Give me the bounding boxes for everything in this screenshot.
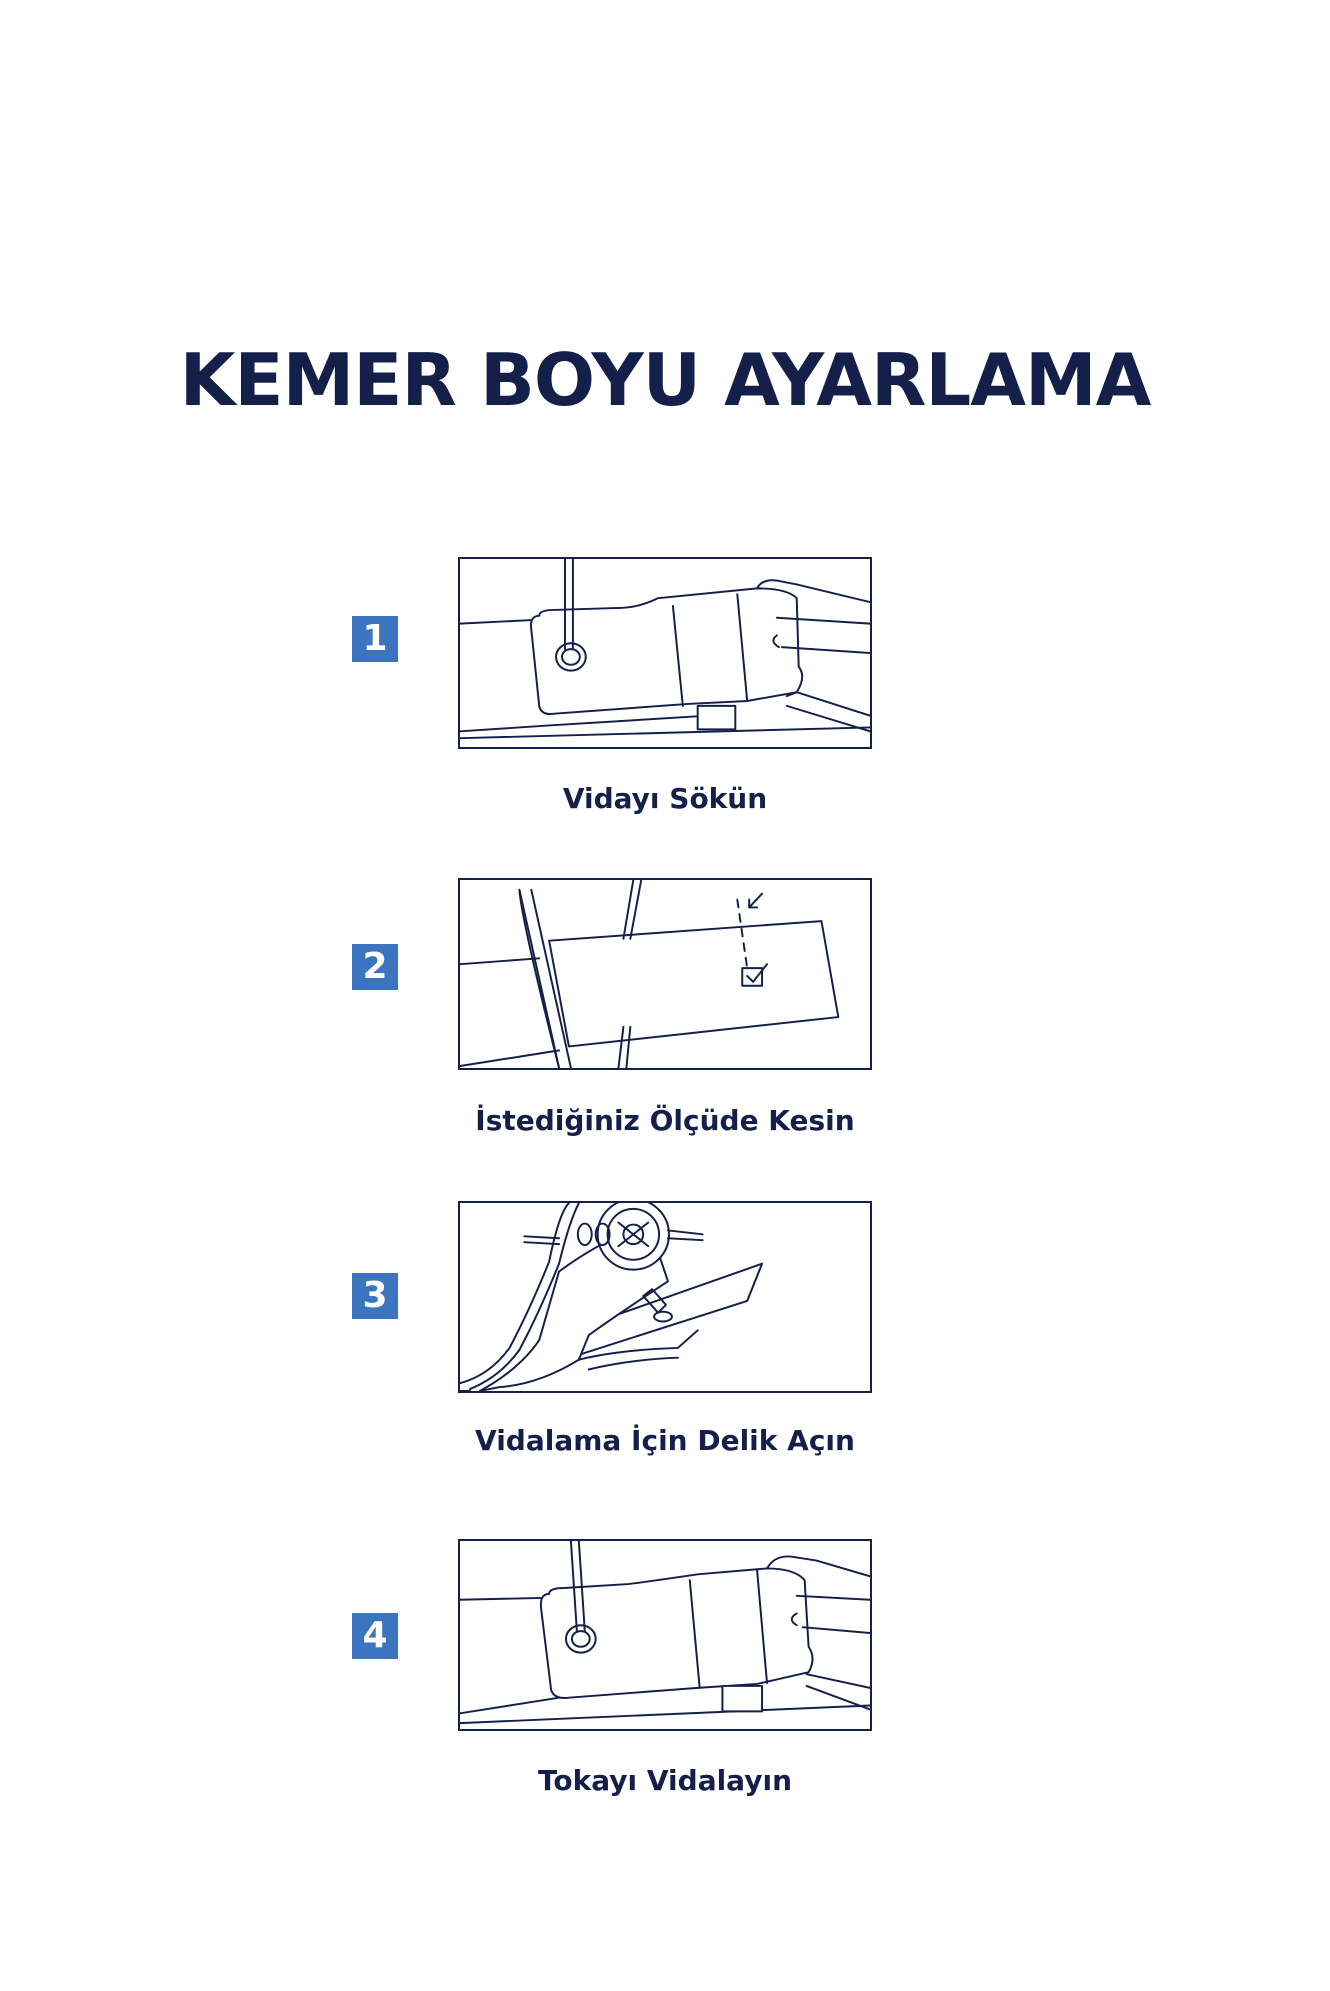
step-number-badge: 1 <box>352 616 398 662</box>
step-caption: İstediğiniz Ölçüde Kesin <box>475 1104 855 1137</box>
step-caption: Vidalama İçin Delik Açın <box>475 1424 855 1457</box>
step-number-badge: 4 <box>352 1613 398 1659</box>
scissors-cut-belt-icon <box>458 878 872 1070</box>
step-number-badge: 2 <box>352 944 398 990</box>
hole-punch-pliers-icon <box>458 1201 872 1393</box>
screwdriver-unscrew-buckle-icon <box>458 557 872 749</box>
step-caption: Vidayı Sökün <box>562 782 768 815</box>
screwdriver-screw-buckle-icon <box>458 1539 872 1731</box>
step-number-badge: 3 <box>352 1273 398 1319</box>
step-caption: Tokayı Vidalayın <box>538 1764 792 1797</box>
page-title: KEMER BOYU AYARLAMA <box>179 338 1152 422</box>
